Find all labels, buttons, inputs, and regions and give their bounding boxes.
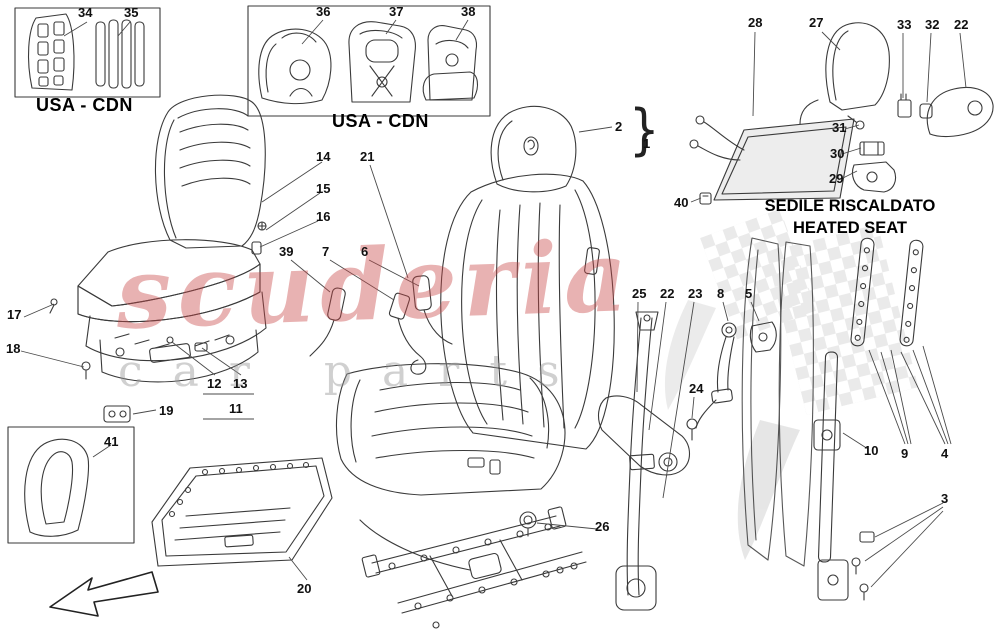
part-callout-3: 3 — [941, 491, 949, 506]
part-callout-35: 35 — [124, 5, 139, 20]
part-callout-18: 18 — [6, 341, 21, 356]
part-callout-1: 1 — [643, 136, 651, 151]
seat-belt-art — [519, 311, 777, 611]
part-callout-34: 34 — [78, 5, 93, 20]
usa-cdn-label-center: USA - CDN — [332, 111, 429, 131]
part-callout-16: 16 — [316, 209, 331, 224]
heated-seat-kit-art — [689, 22, 994, 205]
part-callout-17: 17 — [7, 307, 22, 322]
part-callout-27: 27 — [809, 15, 824, 30]
part-callout-39: 39 — [279, 244, 294, 259]
part-callout-14: 14 — [316, 149, 331, 164]
side-trim-art — [24, 438, 90, 537]
part-callout-12: 12 — [207, 376, 222, 391]
seat-pad-insert-art — [28, 13, 145, 91]
checkered-flag-watermark — [664, 208, 919, 560]
part-callout-22-trim: 22 — [954, 17, 969, 32]
part-callout-20: 20 — [297, 581, 312, 596]
part-callout-7: 7 — [322, 244, 330, 259]
part-callout-24: 24 — [689, 381, 704, 396]
usa-cdn-label-left: USA - CDN — [36, 95, 133, 115]
inset-boxes — [7, 5, 491, 544]
part-callout-26: 26 — [595, 519, 610, 534]
left-cushion-frame-art — [49, 239, 267, 423]
height-adjuster-art — [813, 351, 875, 601]
part-callout-11: 11 — [229, 401, 243, 416]
part-callout-2: 2 — [615, 119, 623, 134]
part-callout-38: 38 — [461, 4, 476, 19]
part-callout-8: 8 — [717, 286, 725, 301]
part-callout-10: 10 — [864, 443, 879, 458]
part-callout-22-belt: 22 — [660, 286, 675, 301]
heated-seat-caption: SEDILE RISCALDATO HEATED SEAT — [750, 195, 950, 240]
part-callout-33: 33 — [897, 17, 912, 32]
part-callout-23: 23 — [688, 286, 703, 301]
part-callout-40: 40 — [674, 195, 689, 210]
seat-pan-art — [151, 457, 333, 567]
ferrari-badge-icon — [523, 136, 539, 156]
part-callout-29: 29 — [829, 171, 844, 186]
leader-lines — [20, 19, 967, 588]
part-callout-32: 32 — [925, 17, 940, 32]
part-callout-13: 13 — [233, 376, 248, 391]
part-callout-30: 30 — [830, 146, 845, 161]
child-seats-art — [258, 21, 479, 105]
part-callout-6: 6 — [361, 244, 369, 259]
main-seat-art — [335, 105, 691, 496]
part-callout-9: 9 — [901, 446, 909, 461]
seat-rails-art — [359, 506, 587, 629]
part-callout-28: 28 — [748, 15, 763, 30]
part-callout-31: 31 — [832, 120, 847, 135]
part-callout-41: 41 — [104, 434, 119, 449]
part-callout-4: 4 — [941, 446, 949, 461]
part-callout-25: 25 — [632, 286, 647, 301]
part-callout-5: 5 — [745, 286, 753, 301]
part-callout-15: 15 — [316, 181, 331, 196]
buckle-pretensioner-art — [309, 275, 453, 375]
seatback-frame-panels-art — [741, 237, 814, 567]
left-backrest-art — [154, 94, 267, 255]
part-callout-36: 36 — [316, 4, 331, 19]
part-callout-37: 37 — [389, 4, 404, 19]
group-brace: } — [629, 97, 660, 163]
heated-seat-caption-line1: SEDILE RISCALDATO — [764, 197, 936, 215]
heated-seat-caption-line2: HEATED SEAT — [793, 219, 907, 238]
direction-arrow — [49, 571, 159, 617]
belt-guide-rails-art — [850, 237, 924, 347]
part-callout-21: 21 — [360, 149, 375, 164]
part-callout-19: 19 — [159, 403, 174, 418]
